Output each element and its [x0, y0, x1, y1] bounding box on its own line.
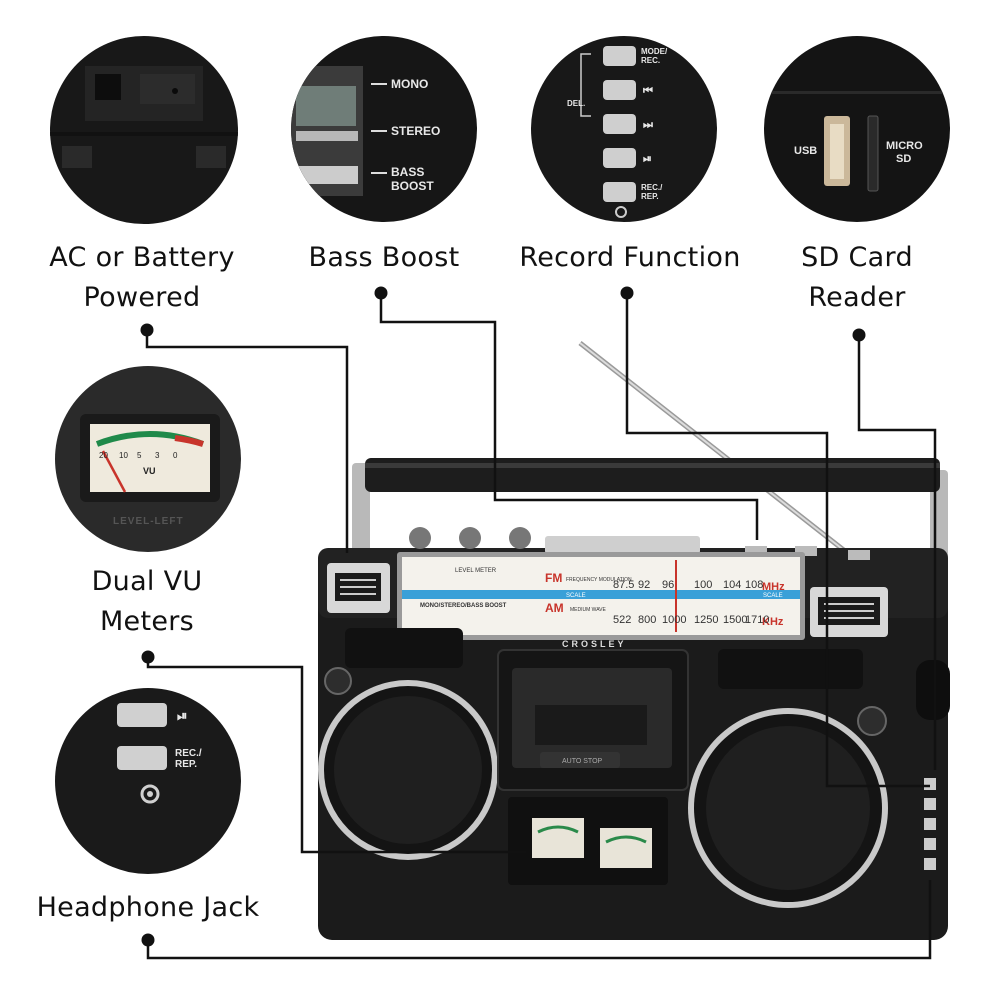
feature-label-headphone: Headphone Jack: [33, 888, 263, 928]
next-button[interactable]: [603, 114, 636, 134]
headphone-jack-icon: [615, 206, 627, 218]
am-caption: MEDIUM WAVE: [570, 607, 606, 613]
leader-dot: [852, 328, 866, 342]
vu-scale-label: 3: [155, 451, 160, 460]
scale-word: SCALE: [566, 593, 586, 599]
fm-tick-label: 108: [745, 579, 763, 591]
label-line: Powered: [83, 282, 201, 313]
am-tick-label: 1500: [723, 614, 747, 626]
prev-button[interactable]: [603, 80, 636, 100]
leader-dot: [141, 933, 155, 947]
record-function-closeup: MODE/ REC. ⏮ ⏭ ⏯ REC./ REP. DEL.: [531, 36, 717, 222]
knob[interactable]: [459, 527, 481, 549]
usb-label: USB: [794, 145, 817, 157]
label-line: Bass Boost: [308, 242, 460, 273]
mode-label-1: MODE/: [641, 47, 668, 56]
leader-dot: [141, 650, 155, 664]
rec-label-2: REP.: [641, 192, 659, 201]
prev-icon: ⏮: [643, 85, 653, 97]
feature-label-vu: Dual VU Meters: [47, 562, 247, 642]
scale-word-right: SCALE: [763, 593, 783, 599]
battery-compartment-closeup: [50, 36, 238, 224]
vu-meter-closeup: 20 10 5 3 0 VU LEVEL-LEFT: [55, 366, 241, 552]
am-band: AM: [545, 601, 564, 615]
rec-button[interactable]: [603, 182, 636, 202]
micro-label: MICRO: [886, 140, 923, 152]
sd-label: SD: [896, 153, 911, 165]
rec-label-2: REP.: [175, 759, 197, 770]
feature-label-sd: SD Card Reader: [757, 238, 957, 318]
leader-lines: [145, 293, 937, 960]
micro-sd-slot[interactable]: [867, 115, 879, 192]
level-left-caption: LEVEL-LEFT: [113, 516, 184, 527]
level-meter-text: LEVEL METER: [455, 568, 497, 574]
auto-stop-label: AUTO STOP: [562, 758, 603, 765]
label-line: Headphone Jack: [36, 892, 260, 923]
rec-rep-button[interactable]: [117, 746, 167, 770]
leader-dot: [374, 286, 388, 300]
left-speaker: [318, 680, 498, 860]
fm-tick-label: 104: [723, 579, 741, 591]
fm-unit: MHz: [762, 581, 785, 593]
am-tick-label: 800: [638, 614, 656, 626]
am-tick-label: 1710: [745, 614, 769, 626]
fm-tick-label: 100: [694, 579, 712, 591]
mode-text: MONO/STEREO/BASS BOOST: [420, 603, 507, 609]
label-line: Meters: [99, 606, 195, 637]
fm-caption: FREQUENCY MODULATION: [566, 577, 632, 583]
am-tick-label: 522: [613, 614, 631, 626]
boombox-body: [318, 527, 950, 940]
feature-label-record: Record Function: [515, 238, 745, 278]
vu-needle: [101, 450, 127, 493]
leader-dot: [140, 323, 154, 337]
fm-tick-label: 87.5: [613, 579, 634, 591]
fm-tick-label: 92: [638, 579, 650, 591]
vu-scale-label: 10: [119, 451, 128, 460]
play-pause-button[interactable]: [117, 703, 167, 727]
fm-tick-label: 96: [662, 579, 674, 591]
am-tick-label: 1000: [662, 614, 686, 626]
label-line: AC or Battery: [49, 242, 235, 273]
mono-label: MONO: [391, 77, 428, 91]
vu-scale-label: 0: [173, 451, 178, 460]
next-icon: ⏭: [643, 119, 653, 131]
cassette-keys[interactable]: [545, 536, 700, 554]
feature-label-bass: Bass Boost: [284, 238, 484, 278]
bass-label-1: BASS: [391, 165, 424, 179]
rec-label-1: REC./: [175, 748, 202, 759]
vu-label: VU: [143, 466, 156, 476]
volume-knob[interactable]: [916, 660, 950, 720]
play-pause-icon: ⏯: [177, 708, 187, 723]
vu-scale-label: 5: [137, 451, 142, 460]
headphone-jack-closeup: ⏯ REC./ REP.: [55, 688, 241, 874]
knob[interactable]: [409, 527, 431, 549]
am-tick-label: 1250: [694, 614, 718, 626]
right-speaker: [688, 708, 888, 908]
play-pause-button[interactable]: [603, 148, 636, 168]
feature-label-power: AC or Battery Powered: [42, 238, 242, 318]
play-pause-icon: ⏯: [643, 153, 652, 165]
mode-label-2: REC.: [641, 56, 660, 65]
knob[interactable]: [509, 527, 531, 549]
brand-logo: CROSLEY: [562, 639, 627, 649]
stereo-label: STEREO: [391, 124, 440, 138]
label-line: Dual VU: [91, 566, 203, 597]
fm-band: FM: [545, 571, 562, 585]
mode-button[interactable]: [603, 46, 636, 66]
leader-dot: [620, 286, 634, 300]
bass-boost-closeup: MONO STEREO BASS BOOST: [291, 36, 477, 222]
sd-card-closeup: USB MICRO SD: [764, 36, 950, 222]
label-line: Record Function: [519, 242, 741, 273]
vu-scale-label: 20: [99, 451, 108, 460]
label-line: SD Card: [801, 242, 913, 273]
headphone-jack[interactable]: [140, 784, 160, 804]
am-unit: KHz: [762, 616, 784, 628]
bass-label-2: BOOST: [391, 179, 434, 193]
rec-label-1: REC./: [641, 183, 663, 192]
label-line: Reader: [808, 282, 906, 313]
del-label: DEL.: [567, 99, 585, 108]
